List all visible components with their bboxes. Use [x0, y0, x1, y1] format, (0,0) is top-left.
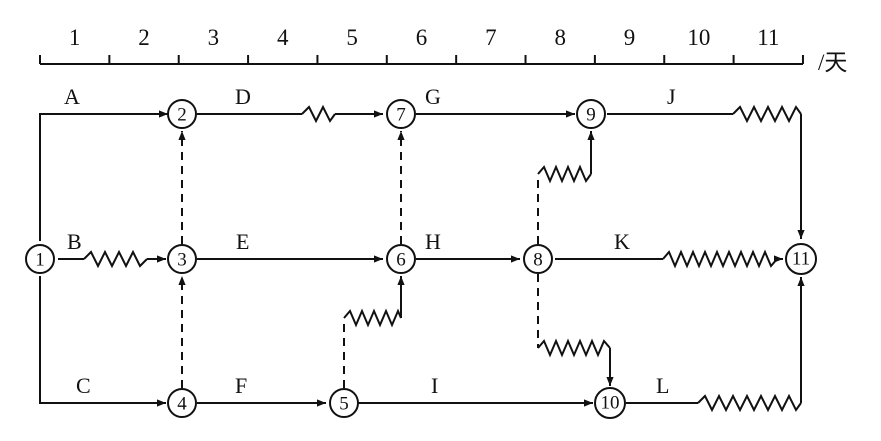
activity-labels: A B C D E F G H I J K L — [64, 84, 676, 398]
time-axis-labels: 1 2 3 4 5 6 7 8 9 10 11 — [69, 25, 779, 50]
node-3: 3 — [167, 244, 197, 274]
time-axis-label: 11 — [757, 25, 779, 50]
label-B: B — [67, 229, 82, 254]
time-axis-label: 7 — [485, 25, 497, 50]
node-number: 8 — [533, 250, 543, 271]
label-L: L — [656, 373, 669, 398]
node-circle — [785, 243, 817, 275]
node-9: 9 — [576, 99, 606, 129]
node-5: 5 — [329, 388, 359, 418]
node-circle — [25, 244, 55, 274]
label-K: K — [614, 229, 630, 254]
time-axis-label: 3 — [208, 25, 220, 50]
node-circle — [523, 244, 553, 274]
node-8: 8 — [523, 244, 553, 274]
node-circle — [594, 387, 626, 419]
label-G: G — [425, 84, 441, 109]
node-circle — [329, 388, 359, 418]
dummy-8-9-free-float — [537, 164, 592, 184]
node-number: 2 — [177, 105, 187, 126]
time-axis-label: 4 — [277, 25, 289, 50]
node-circle — [167, 244, 197, 274]
time-unit-label: /天 — [818, 50, 847, 75]
arrow-D-free-float — [301, 104, 336, 124]
time-axis-label: 5 — [346, 25, 358, 50]
node-11: 11 — [785, 243, 817, 275]
node-circle — [386, 99, 416, 129]
time-axis-label: 10 — [687, 25, 710, 50]
node-number: 3 — [177, 250, 187, 271]
time-axis-label: 8 — [554, 25, 566, 50]
time-scale: 1 2 3 4 5 6 7 8 9 10 11 /天 — [39, 25, 847, 75]
node-2: 2 — [167, 99, 197, 129]
dummy-8-10-free-float — [537, 338, 611, 358]
arrow-J-free-float — [732, 104, 802, 124]
event-nodes: 1 2 3 4 5 6 7 8 9 10 11 — [25, 99, 817, 419]
label-H: H — [425, 229, 441, 254]
node-circle — [167, 99, 197, 129]
label-C: C — [76, 373, 91, 398]
node-circle — [386, 244, 416, 274]
label-A: A — [64, 84, 80, 109]
node-circle — [167, 388, 197, 418]
label-F: F — [235, 373, 247, 398]
arrow-C — [39, 276, 166, 407]
label-E: E — [236, 229, 249, 254]
dummy-5-6-free-float — [343, 308, 402, 328]
time-axis-label: 1 — [69, 25, 81, 50]
node-4: 4 — [167, 388, 197, 418]
node-number: 10 — [601, 393, 620, 414]
node-number: 6 — [396, 250, 406, 271]
time-axis-label: 6 — [416, 25, 428, 50]
time-axis-label: 2 — [138, 25, 150, 50]
node-1: 1 — [25, 244, 55, 274]
node-number: 11 — [792, 249, 810, 270]
arrow-K-free-float — [662, 249, 778, 269]
arrows — [39, 104, 805, 413]
node-number: 4 — [177, 394, 187, 415]
label-J: J — [667, 84, 676, 109]
label-I: I — [431, 373, 438, 398]
node-10: 10 — [594, 387, 626, 419]
node-number: 1 — [35, 250, 45, 271]
arrow-B-free-float — [83, 249, 148, 269]
time-axis-label: 9 — [624, 25, 636, 50]
time-axis-ticks — [39, 55, 804, 64]
node-6: 6 — [386, 244, 416, 274]
node-7: 7 — [386, 99, 416, 129]
node-number: 5 — [339, 394, 349, 415]
node-number: 9 — [586, 105, 596, 126]
arrow-L-free-float — [697, 393, 802, 413]
arrow-A — [39, 110, 168, 241]
node-circle — [576, 99, 606, 129]
node-number: 7 — [396, 105, 406, 126]
label-D: D — [235, 84, 251, 109]
